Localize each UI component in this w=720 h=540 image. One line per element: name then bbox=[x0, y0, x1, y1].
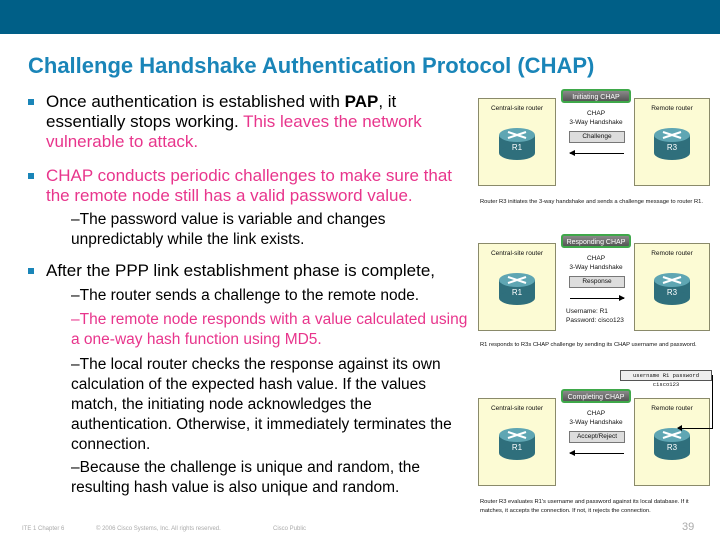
highlight-text: CHAP conducts periodic challenges to mak… bbox=[46, 166, 453, 205]
page-number: 39 bbox=[682, 521, 695, 533]
command-box: username R1 password cisco123 bbox=[620, 370, 712, 388]
router-icon: R3 bbox=[652, 272, 692, 306]
router-label: R1 bbox=[511, 288, 523, 297]
protocol-label: CHAP bbox=[586, 410, 606, 417]
diagram-caption: R1 responds to R3s CHAP challenge by sen… bbox=[480, 342, 697, 348]
router-icon: R1 bbox=[497, 127, 537, 161]
box-label: Remote router bbox=[651, 105, 693, 112]
arrow-left-icon bbox=[569, 450, 624, 456]
box-label: Central-site router bbox=[490, 105, 544, 112]
router-icon: R3 bbox=[652, 427, 692, 461]
router-label: R1 bbox=[511, 443, 523, 452]
bullet-chap: CHAP conducts periodic challenges to mak… bbox=[28, 166, 476, 206]
box-label: Central-site router bbox=[490, 405, 544, 412]
text: , it essentially stops working. bbox=[46, 92, 397, 131]
arrow-right-icon bbox=[570, 295, 625, 301]
connector-line bbox=[712, 375, 713, 429]
protocol-label: CHAP bbox=[586, 110, 606, 117]
page-title: Challenge Handshake Authentication Proto… bbox=[28, 53, 595, 78]
highlight-text: This leaves the network vulnerable to at… bbox=[46, 112, 422, 151]
router-label: R3 bbox=[666, 143, 678, 152]
bullet-icon bbox=[28, 173, 34, 179]
text: After the PPP link establishment phase i… bbox=[46, 261, 435, 280]
box-label: Central-site router bbox=[490, 250, 544, 257]
box-label: Remote router bbox=[651, 405, 693, 412]
arrow-left-icon bbox=[569, 150, 624, 156]
bullet-pap: Once authentication is established with … bbox=[28, 92, 476, 152]
top-bar bbox=[0, 0, 720, 34]
sub-item: –The router sends a challenge to the rem… bbox=[71, 287, 420, 304]
message-box: Challenge bbox=[569, 131, 625, 143]
bullet-icon bbox=[28, 99, 34, 105]
protocol-label: CHAP bbox=[586, 255, 606, 262]
bullet-ppp: After the PPP link establishment phase i… bbox=[28, 261, 476, 281]
footer-course: ITE 1 Chapter 6 bbox=[22, 526, 65, 532]
footer-copyright: © 2006 Cisco Systems, Inc. All rights re… bbox=[96, 526, 221, 532]
bold-text: PAP bbox=[344, 92, 379, 111]
box-label: Remote router bbox=[651, 250, 693, 257]
sub-item: –The local router checks the response ag… bbox=[71, 356, 452, 453]
text: Once authentication is established with bbox=[46, 92, 345, 111]
stage-badge: Responding CHAP bbox=[561, 234, 631, 248]
sub-item: –Because the challenge is unique and ran… bbox=[71, 459, 420, 496]
router-label: R1 bbox=[511, 143, 523, 152]
username-text: Username: R1 bbox=[566, 308, 608, 315]
stage-badge: Initiating CHAP bbox=[561, 89, 631, 103]
router-icon: R3 bbox=[652, 127, 692, 161]
diagram-caption: Router R3 evaluates R1's username and pa… bbox=[480, 499, 689, 514]
handshake-label: 3-Way Handshake bbox=[569, 419, 623, 426]
router-icon: R1 bbox=[497, 427, 537, 461]
router-label: R3 bbox=[666, 443, 678, 452]
handshake-label: 3-Way Handshake bbox=[569, 119, 623, 126]
handshake-label: 3-Way Handshake bbox=[569, 264, 623, 271]
sub-item: –The remote node responds with a value c… bbox=[71, 311, 468, 348]
message-box: Response bbox=[569, 276, 625, 288]
arrow-left-icon bbox=[677, 425, 713, 431]
diagram-caption: Router R3 initiates the 3-way handshake … bbox=[480, 199, 703, 205]
footer-classification: Cisco Public bbox=[273, 526, 307, 532]
router-icon: R1 bbox=[497, 272, 537, 306]
stage-badge: Completing CHAP bbox=[561, 389, 631, 403]
sub-item: –The password value is variable and chan… bbox=[71, 211, 386, 248]
bullet-icon bbox=[28, 268, 34, 274]
message-box: Accept/Reject bbox=[569, 431, 625, 443]
router-label: R3 bbox=[666, 288, 678, 297]
password-text: Password: cisco123 bbox=[566, 317, 624, 324]
